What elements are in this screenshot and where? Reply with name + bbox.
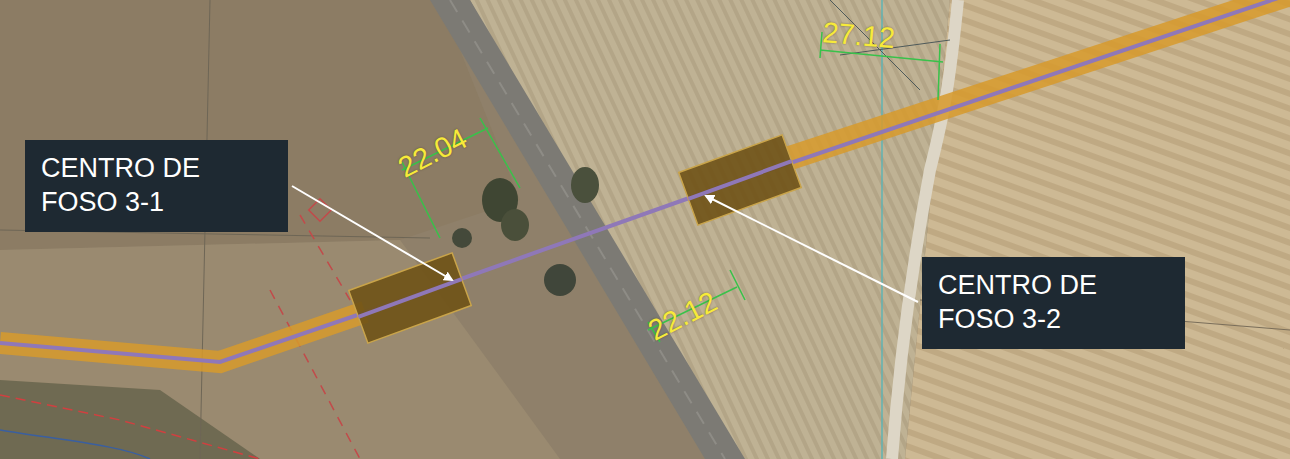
dimension-label: 27.12: [821, 16, 896, 55]
callout-box: CENTRO DE FOSO 3-2: [922, 257, 1185, 349]
callout-text: CENTRO DE FOSO 3-2: [938, 269, 1153, 337]
callout-text: CENTRO DE FOSO 3-1: [41, 152, 256, 220]
callout-box: CENTRO DE FOSO 3-1: [25, 140, 288, 232]
